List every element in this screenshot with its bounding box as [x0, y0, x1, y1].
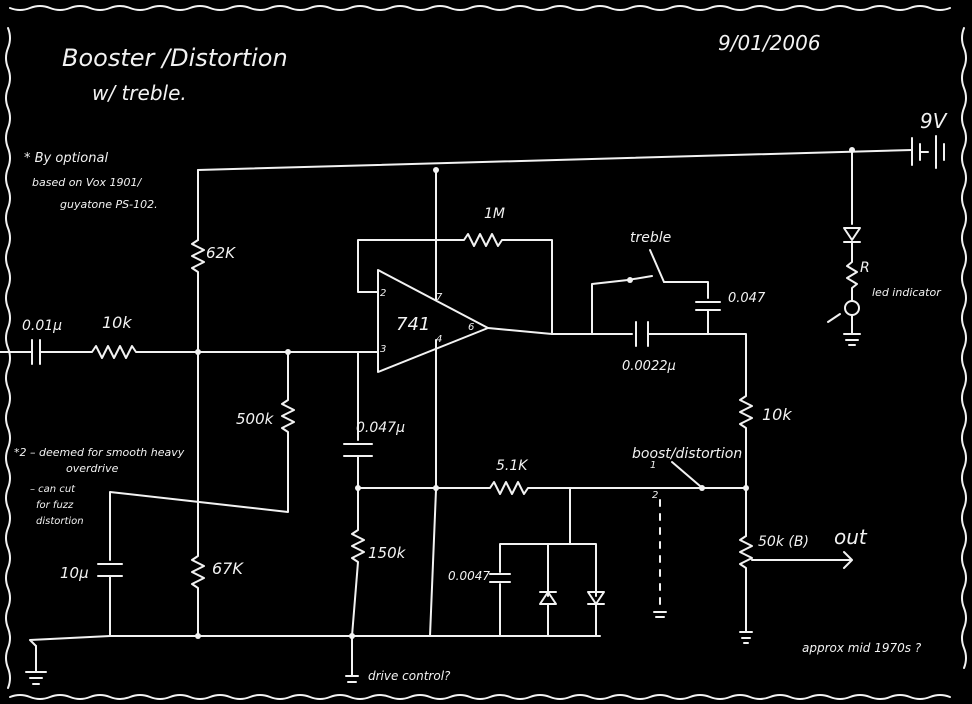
wire-opamp-out [487, 327, 633, 335]
ground-symbol-drive [345, 635, 359, 683]
diode-1 [539, 591, 557, 605]
battery-label: 9V [920, 109, 948, 133]
label-10u: 10μ [60, 564, 89, 582]
label-62k: 62K [206, 244, 236, 262]
pin-inv: 2 [380, 288, 386, 299]
switch-pos-2: 2 [652, 490, 658, 501]
note-optional: * By optional [24, 151, 108, 166]
capacitor-047-mid [343, 443, 373, 457]
resistor-1m-feedback [357, 233, 553, 335]
label-10k-in: 10k [102, 313, 132, 332]
diode-2 [587, 591, 605, 605]
positive-rail [197, 149, 913, 171]
label-led-r: R [860, 260, 870, 276]
opamp-741 [377, 269, 489, 373]
note2-line3: – can cut [30, 484, 76, 495]
label-741: 741 [396, 314, 430, 335]
label-10k-out: 10k [762, 405, 792, 424]
battery-9v [911, 135, 945, 169]
note2-line4: for fuzz [36, 500, 74, 511]
switch-treble-node [627, 277, 633, 283]
label-out: out [834, 525, 868, 549]
note-drive: drive control? [368, 669, 451, 683]
switch-treble [591, 275, 709, 335]
label-1m: 1M [484, 206, 505, 222]
switch-boost-node [699, 485, 705, 491]
note-based-on-1: based on Vox 1901/ [32, 176, 143, 189]
label-0047: 0.0047 [448, 569, 490, 583]
note-approx: approx mid 1970s ? [802, 641, 922, 655]
label-treble-leader [649, 249, 665, 283]
pin-out: 6 [468, 322, 474, 333]
capacitor-0022 [635, 321, 649, 347]
wire-diode-network [499, 487, 597, 637]
resistor-5-1k [357, 455, 661, 495]
ground-symbol-main [25, 645, 47, 685]
date-label: 9/01/2006 [718, 31, 821, 55]
led-indicator [844, 300, 860, 316]
label-led: led indicator [872, 286, 942, 299]
label-0022: 0.0022μ [622, 359, 676, 374]
diode-led-protect [843, 227, 861, 243]
capacitor-0047 [489, 573, 511, 583]
resistor-67k [191, 351, 205, 637]
resistor-10k-output [647, 333, 753, 537]
label-047-mid: 0.047μ [356, 420, 405, 436]
switch-pos-1: 1 [650, 460, 656, 471]
label-50k-pot: 50k (B) [758, 534, 809, 550]
switch-boost-lever [671, 461, 701, 487]
ground-led [843, 315, 861, 346]
label-c-input: 0.01μ [22, 318, 62, 334]
label-67k: 67K [212, 559, 244, 578]
note-based-on-2: guyatone PS-102. [60, 198, 158, 211]
potentiometer-50k [739, 535, 753, 633]
label-treble: treble [630, 230, 671, 246]
note2-line2: overdrive [66, 462, 119, 475]
pin-vcc: 7 [436, 292, 443, 303]
resistor-150k [351, 487, 365, 637]
output-arrow [751, 551, 853, 569]
capacitor-047-treble [695, 301, 721, 335]
label-047-treble: 0.047 [728, 291, 766, 306]
pin-gnd: 4 [436, 334, 442, 345]
junction-dots [195, 147, 855, 639]
label-5-1k: 5.1K [496, 458, 529, 474]
led-light-arrow [827, 313, 841, 323]
resistor-62k [191, 239, 205, 353]
capacitor-input [31, 339, 41, 365]
resistor-led [846, 241, 858, 301]
paper-border [5, 5, 967, 700]
note2-line1: *2 – deemed for smooth heavy [14, 446, 185, 459]
note2-line5: distortion [36, 516, 84, 527]
label-500k: 500k [236, 410, 275, 428]
label-150k: 150k [368, 544, 407, 562]
title-line1: Booster /Distortion [62, 44, 288, 72]
ground-rail [29, 635, 601, 647]
resistor-10k-input [39, 345, 359, 359]
capacitor-10u [97, 563, 123, 637]
resistor-500k-branch [109, 351, 295, 561]
pin-noninv: 3 [380, 344, 386, 355]
label-switch: boost/distortion [632, 446, 742, 462]
ground-symbol-pot [739, 631, 753, 644]
ground-symbol-switch [653, 611, 667, 618]
title-line2: w/ treble. [92, 81, 187, 105]
